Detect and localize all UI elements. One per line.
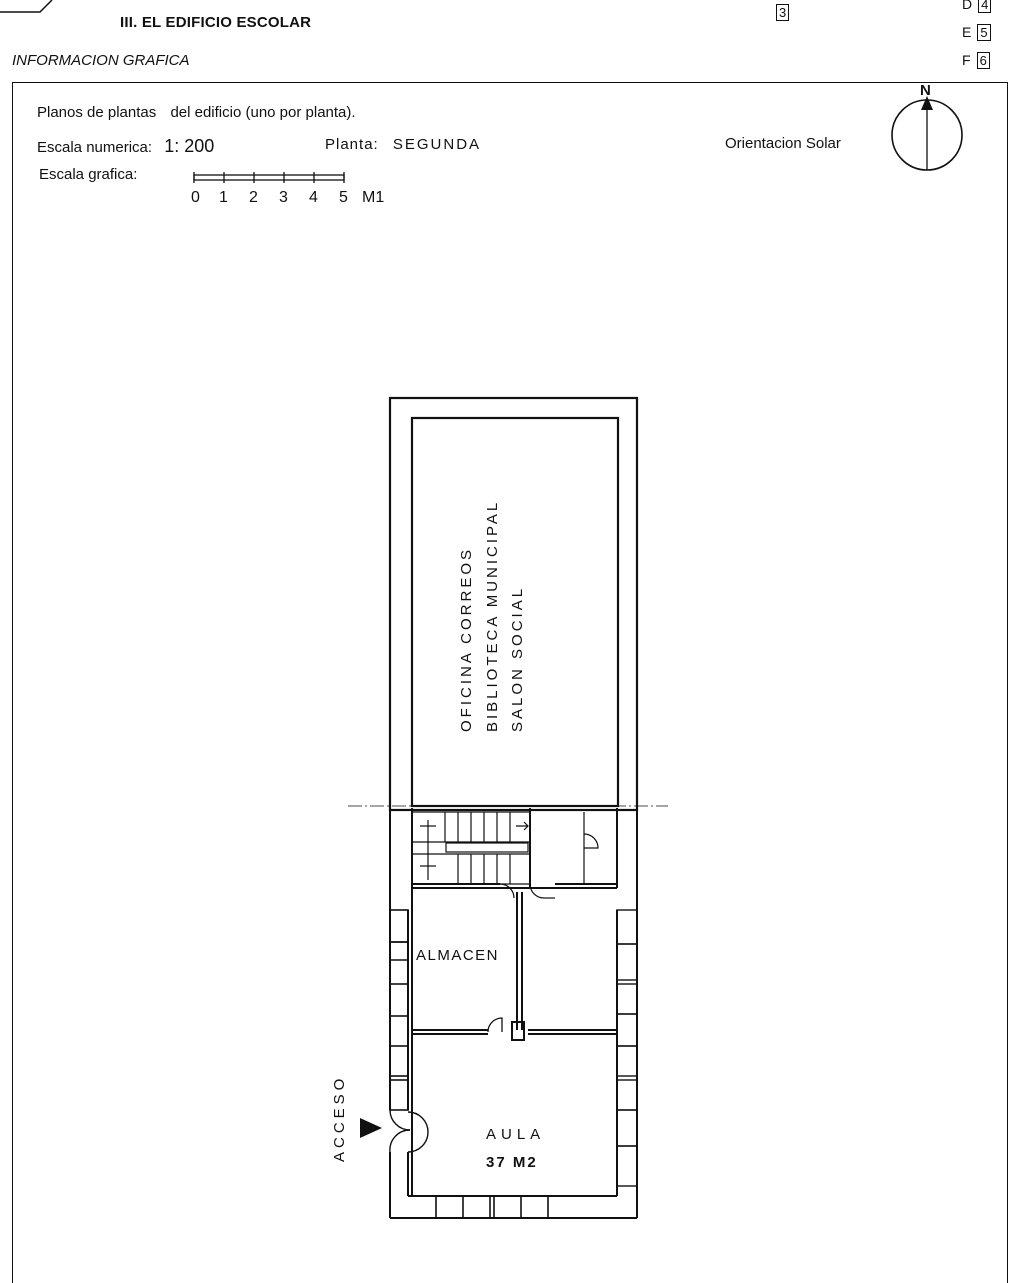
upper-room-line-2: BIBLIOTECA MUNICIPAL	[484, 500, 501, 732]
scale-row: Escala numerica: 1: 200	[37, 136, 214, 157]
classroom-name: AULA	[486, 1126, 545, 1143]
plans-heading: Planos de plantas del edificio (uno por …	[37, 104, 356, 121]
stair-steps	[412, 811, 599, 899]
section-subtitle: INFORMACION GRAFICA	[12, 52, 190, 69]
graphic-scale-bar: 0 1 2 3 4 5 M1	[191, 172, 384, 206]
storage-room-label: ALMACEN	[416, 947, 499, 964]
section-title: III. EL EDIFICIO ESCOLAR	[120, 14, 312, 31]
graphic-scale-label: Escala grafica:	[39, 166, 138, 183]
page-marker-number: 3	[776, 4, 790, 21]
corner-mark	[0, 0, 53, 13]
code-letter: E	[962, 24, 972, 40]
north-compass: N	[891, 82, 963, 171]
windows-bottom	[435, 1195, 549, 1219]
windows-right	[616, 909, 638, 1187]
floor-value: SEGUNDA	[392, 136, 482, 153]
scale-tick-5: 5	[339, 189, 348, 206]
scale-tick-3: 3	[279, 189, 288, 206]
code-number: 4	[978, 0, 992, 13]
scale-tick-1: 1	[219, 189, 228, 206]
scale-label: Escala numerica:	[37, 139, 153, 156]
scale-value: 1: 200	[164, 136, 215, 156]
floor-label: Planta:	[325, 136, 379, 153]
classroom-area: 37 M2	[486, 1154, 538, 1171]
page-marker: 3	[770, 4, 790, 22]
north-label: N	[920, 82, 931, 99]
plans-note: del edificio (uno por planta).	[170, 104, 356, 121]
code-number: 5	[977, 24, 991, 41]
north-arrow-icon	[921, 96, 933, 110]
scale-tick-0: 0	[191, 189, 200, 206]
entrance-door	[389, 1109, 429, 1153]
entrance-arrow-icon	[360, 1118, 382, 1138]
upper-block-walls	[388, 396, 639, 812]
plans-label: Planos de plantas	[37, 104, 157, 121]
floor-row: Planta: SEGUNDA	[325, 136, 481, 153]
windows-left	[389, 909, 409, 1111]
floor-plan: OFICINA CORREOS BIBLIOTECA MUNICIPAL SAL…	[331, 396, 668, 1219]
sheet-frame	[12, 82, 1008, 1283]
code-letter: F	[962, 52, 971, 68]
scale-tick-2: 2	[249, 189, 258, 206]
code-letter: D	[962, 0, 973, 12]
entrance-label: ACCESO	[331, 1075, 348, 1162]
code-number: 6	[976, 52, 990, 69]
scale-tick-4: 4	[309, 189, 318, 206]
upper-room-line-1: OFICINA CORREOS	[458, 547, 475, 732]
scale-unit: M1	[362, 189, 384, 206]
orientation-label: Orientacion Solar	[725, 135, 841, 152]
upper-room-line-3: SALON SOCIAL	[509, 586, 526, 732]
